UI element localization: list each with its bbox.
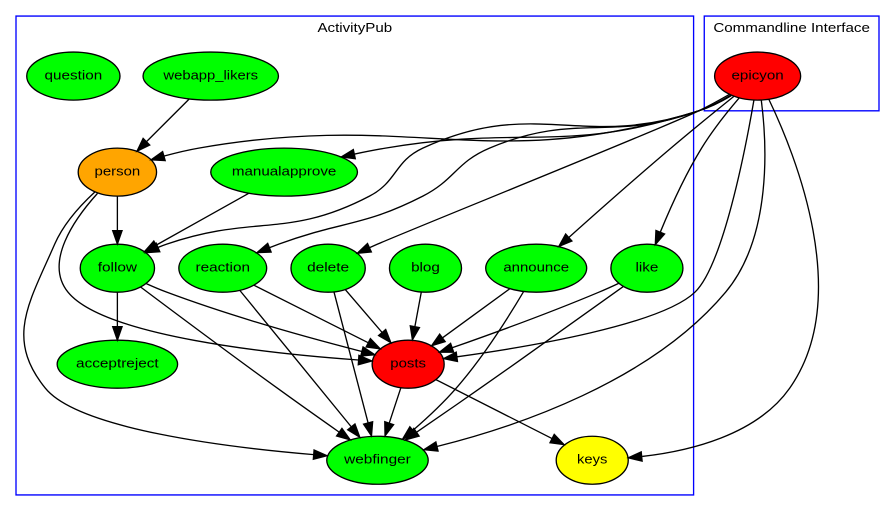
svg-text:delete: delete bbox=[307, 260, 349, 275]
svg-text:like: like bbox=[635, 260, 658, 275]
svg-text:Commandline Interface: Commandline Interface bbox=[713, 20, 870, 35]
svg-text:announce: announce bbox=[503, 260, 569, 275]
svg-text:webfinger: webfinger bbox=[343, 452, 411, 467]
svg-text:posts: posts bbox=[390, 356, 426, 371]
svg-text:question: question bbox=[45, 67, 103, 82]
svg-text:ActivityPub: ActivityPub bbox=[317, 20, 392, 35]
svg-text:epicyon: epicyon bbox=[731, 67, 783, 82]
svg-text:manualapprove: manualapprove bbox=[232, 163, 337, 178]
svg-text:keys: keys bbox=[577, 452, 608, 467]
svg-text:acceptreject: acceptreject bbox=[76, 356, 159, 371]
svg-text:follow: follow bbox=[98, 260, 138, 275]
svg-text:blog: blog bbox=[411, 260, 440, 275]
svg-text:webapp_likers: webapp_likers bbox=[162, 67, 258, 82]
svg-text:reaction: reaction bbox=[196, 260, 250, 275]
svg-text:person: person bbox=[95, 163, 141, 178]
